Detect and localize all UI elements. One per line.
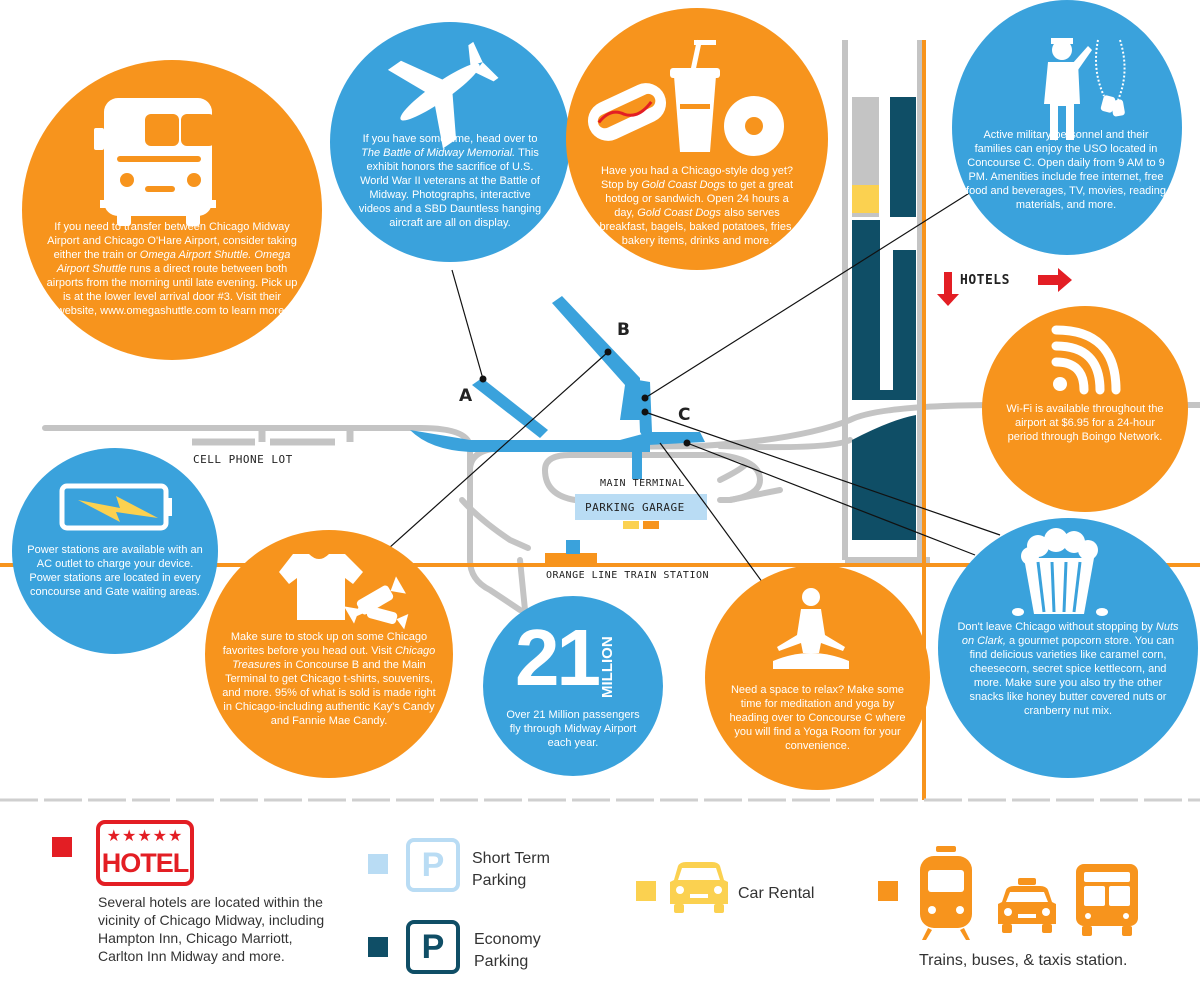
train-icon <box>920 846 972 940</box>
passengers-text: Over 21 Million passengers fly through M… <box>506 709 640 749</box>
car-icon <box>670 862 728 913</box>
concourse-a-label: A <box>459 386 473 406</box>
wifi-callout: Wi-Fi is available throughout the airpor… <box>982 306 1188 512</box>
yoga-text: Need a space to relax? Make some time fo… <box>729 684 906 752</box>
orange-line-label: ORANGE LINE TRAIN STATION <box>546 570 710 581</box>
treasures-text: Make sure to stock up on some Chicago fa… <box>222 631 436 727</box>
shuttle-text: If you need to transfer between Chicago … <box>46 221 298 317</box>
hotdog-drink-donut-icon <box>587 39 784 156</box>
treasures-callout: Make sure to stock up on some Chicago fa… <box>205 530 453 778</box>
uso-text: Active military personnel and their fami… <box>966 129 1166 211</box>
taxi-icon <box>998 878 1056 933</box>
car-rental-swatch <box>636 881 656 901</box>
terminal-shape <box>410 296 705 479</box>
bus-legend-icon <box>1076 864 1138 936</box>
train-station-shape <box>545 553 597 563</box>
passenger-number: 21 <box>515 613 601 702</box>
power-callout: Power stations are available with an AC … <box>12 448 218 654</box>
garage-car-rental <box>623 521 639 529</box>
parking-garage-label: PARKING GARAGE <box>585 501 685 514</box>
hotel-legend-text: Several hotels are located within the vi… <box>98 894 325 964</box>
concourse-b-label: B <box>617 320 630 340</box>
transit-swatch <box>878 881 898 901</box>
cell-phone-lot-label: CELL PHONE LOT <box>193 453 293 466</box>
popcorn-callout: Don't leave Chicago without stopping by … <box>938 518 1198 778</box>
wifi-text: Wi-Fi is available throughout the airpor… <box>1006 403 1164 443</box>
economy-lot-1 <box>890 97 916 217</box>
hotel-stars-icon: ★★★★★ <box>106 828 184 845</box>
hotel-sign-text: HOTEL <box>101 848 190 878</box>
cell-phone-lot-shape <box>192 428 354 446</box>
meditation-icon <box>773 588 849 669</box>
dogs-callout: Have you had a Chicago-style dog yet? St… <box>566 8 828 270</box>
hotel-arrows <box>937 268 1072 306</box>
hotel-sign-icon: ★★★★★ HOTEL <box>96 820 194 886</box>
transit-legend-text: Trains, buses, & taxis station. <box>919 952 1128 969</box>
soldier-dogtags-icon <box>1044 38 1126 140</box>
parking-garage-shape <box>575 494 707 520</box>
car-rental-legend-text: Car Rental <box>738 885 815 902</box>
road-grid <box>842 40 930 563</box>
economy-parking-icon: P <box>406 920 460 974</box>
popcorn-text: Don't leave Chicago without stopping by … <box>957 621 1179 717</box>
yoga-callout: Need a space to relax? Make some time fo… <box>705 565 930 790</box>
passengers-callout: 21 MILLION Over 21 Million passengers fl… <box>483 596 663 776</box>
uso-callout: Active military personnel and their fami… <box>952 0 1182 255</box>
power-text: Power stations are available with an AC … <box>27 544 203 598</box>
short-term-swatch <box>368 854 388 874</box>
memorial-text: If you have some time, head over to The … <box>358 133 542 229</box>
tshirt-candy-icon <box>279 554 409 630</box>
main-terminal-label: MAIN TERMINAL <box>600 478 685 489</box>
pointer-dots <box>479 348 691 447</box>
airplane-icon <box>387 41 499 149</box>
memorial-callout: If you have some time, head over to The … <box>330 22 570 262</box>
economy-swatch <box>368 937 388 957</box>
popcorn-icon <box>1012 528 1108 616</box>
train-station-stem <box>566 540 580 554</box>
hotel-swatch <box>52 837 72 857</box>
economy-lot-2 <box>852 220 916 400</box>
passenger-unit: MILLION <box>599 636 616 698</box>
wifi-icon <box>1051 325 1121 395</box>
short-term-parking-icon: P <box>406 838 460 892</box>
economy-lot-3 <box>852 415 916 540</box>
pointer-lines <box>369 179 1001 591</box>
concourse-c-label: C <box>678 405 691 425</box>
car-rental-lot <box>852 185 879 213</box>
dogs-text: Have you had a Chicago-style dog yet? St… <box>599 165 795 247</box>
battery-lightning-icon <box>59 483 172 531</box>
hotels-label: HOTELS <box>960 273 1010 288</box>
shuttle-callout: If you need to transfer between Chicago … <box>22 60 322 360</box>
bus-icon <box>94 98 216 226</box>
garage-transit <box>643 521 659 529</box>
